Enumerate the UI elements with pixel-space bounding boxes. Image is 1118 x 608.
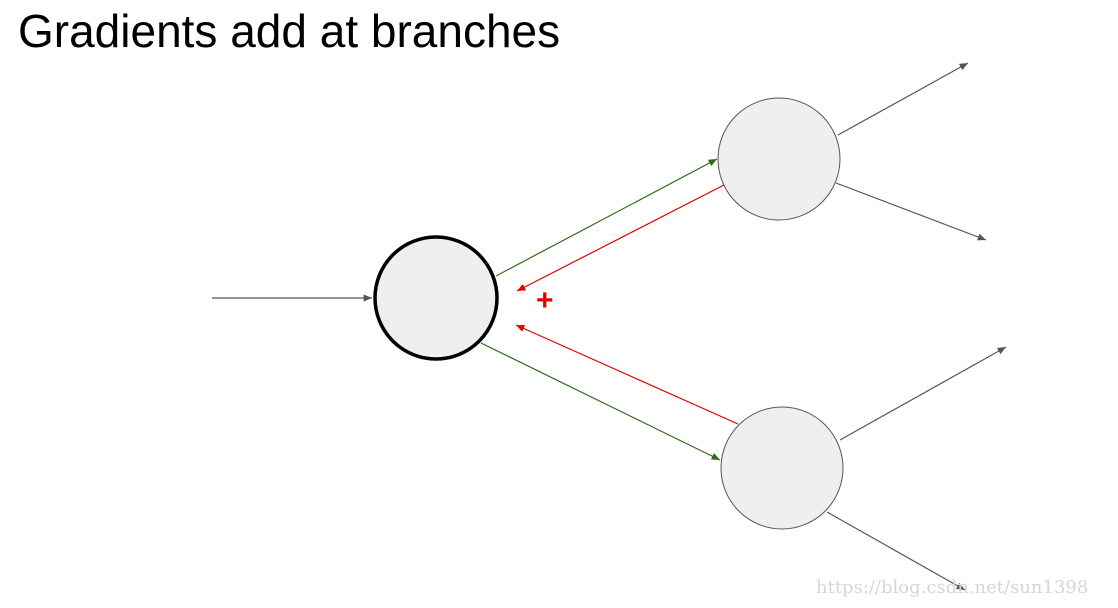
output-edge <box>826 511 966 591</box>
forward-edge-top <box>495 158 718 277</box>
forward-edge-bottom <box>480 342 721 461</box>
output-edge <box>837 62 969 136</box>
gradient-edge-top <box>516 184 725 292</box>
child-node-top <box>717 97 841 221</box>
slide-title: Gradients add at branches <box>18 5 561 57</box>
branch-node <box>373 235 499 361</box>
gradient-edge-bottom <box>515 324 739 425</box>
child-node-bottom <box>720 406 844 530</box>
gradient-sum-plus: + <box>536 284 554 317</box>
output-edge <box>835 182 987 241</box>
watermark: https://blog.csdn.net/sun1398 <box>816 577 1089 598</box>
output-edge <box>839 346 1007 441</box>
